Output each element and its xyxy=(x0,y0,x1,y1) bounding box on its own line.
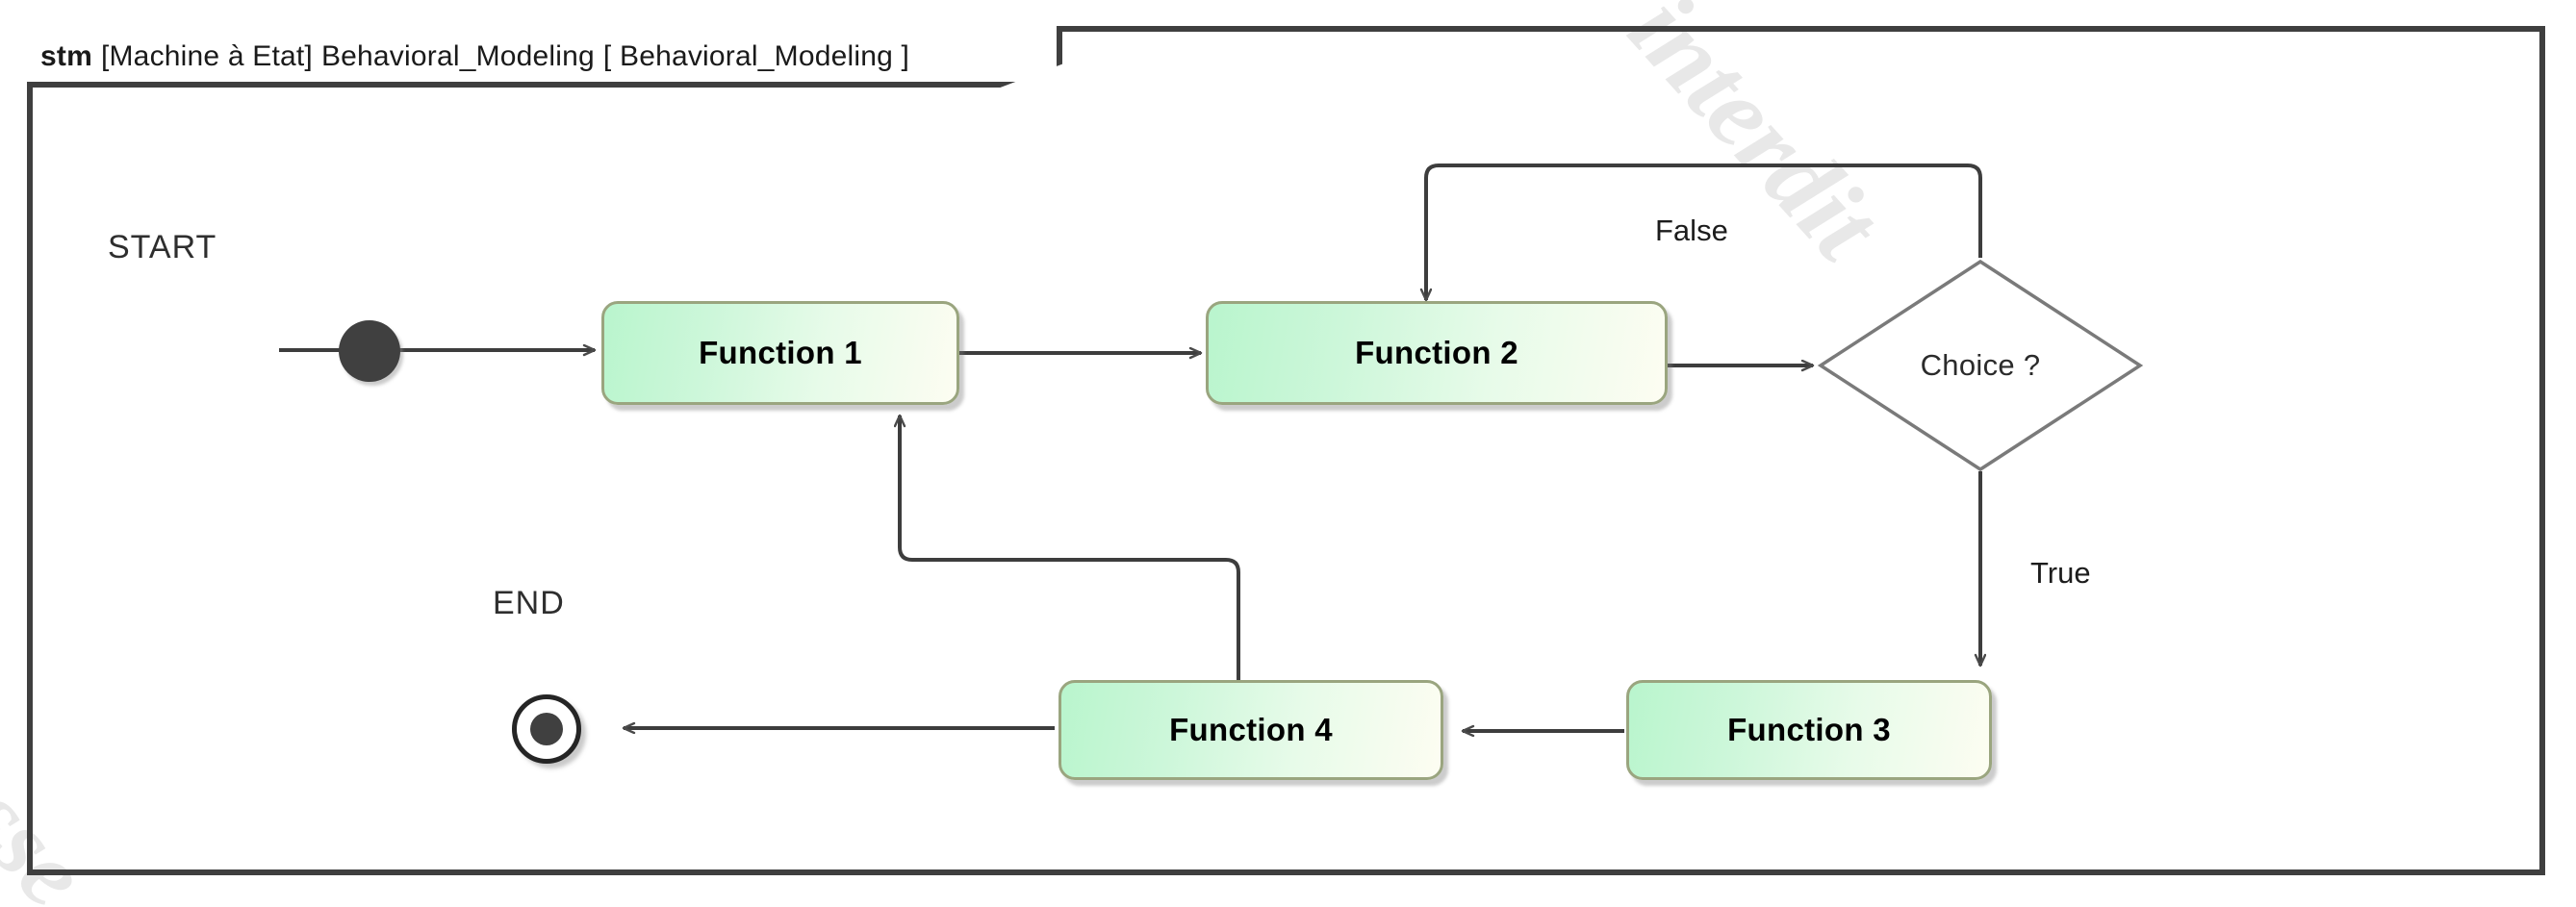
initial-pseudostate[interactable] xyxy=(339,320,400,382)
state-function-2-label: Function 2 xyxy=(1355,335,1518,370)
choice-pseudostate[interactable]: Choice ? xyxy=(1817,258,2144,473)
transition-label-false: False xyxy=(1655,214,1728,247)
transition-label-true: True xyxy=(2030,556,2091,590)
choice-pseudostate-label: Choice ? xyxy=(1920,348,2041,382)
uml-frame-header-text: stm [Machine à Etat] Behavioral_Modeling… xyxy=(27,26,1062,88)
final-pseudostate[interactable] xyxy=(512,694,581,764)
state-function-1[interactable]: Function 1 xyxy=(601,301,959,405)
state-function-3[interactable]: Function 3 xyxy=(1626,680,1992,780)
end-label: END xyxy=(493,585,565,621)
state-function-2[interactable]: Function 2 xyxy=(1206,301,1668,405)
frame-keyword: stm xyxy=(40,40,92,72)
state-function-3-label: Function 3 xyxy=(1727,712,1891,747)
state-function-1-label: Function 1 xyxy=(699,335,862,370)
state-function-4[interactable]: Function 4 xyxy=(1058,680,1443,780)
diamond-shape-icon xyxy=(1817,259,2144,472)
uml-diagram-frame xyxy=(27,26,2545,875)
state-function-4-label: Function 4 xyxy=(1169,712,1333,747)
start-label: START xyxy=(108,229,217,265)
uml-frame-header-tab xyxy=(27,26,1062,88)
frame-name: Behavioral_Modeling xyxy=(320,40,595,72)
frame-stereotype: [Machine à Etat] xyxy=(100,40,313,72)
frame-parameter: [ Behavioral_Modeling ] xyxy=(602,40,910,72)
